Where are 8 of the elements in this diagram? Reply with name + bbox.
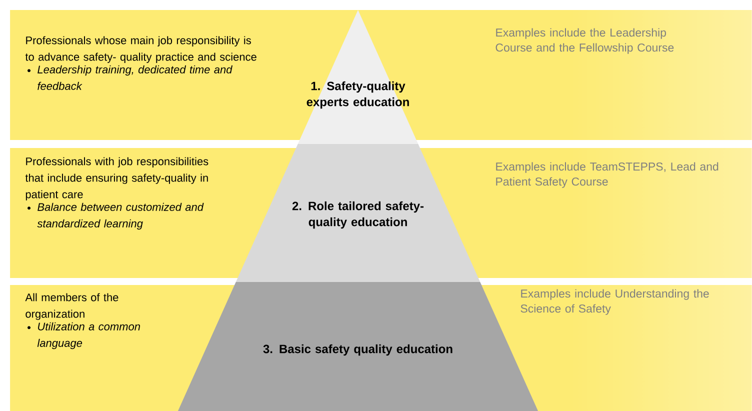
description-text: Professionals with job responsibilities that include ensuring safety-quality in patient care <box>25 157 208 200</box>
description-text: Professionals whose main job responsibility is to advance safety- quality practice and science <box>25 36 256 63</box>
bullet-text: Utilization a common language <box>37 322 140 350</box>
description-text: All members of the organization <box>25 293 118 320</box>
bullet-text: Leadership training, dedicated time and feedback <box>38 65 233 90</box>
examples-text: Examples include the Leadership Course and the Fellowship Course <box>496 28 674 54</box>
examples-text: Examples include TeamSTEPPS, Lead and Patient Safety Course <box>496 162 718 188</box>
bullet-text: Balance between customized and standardized learning <box>37 202 204 230</box>
